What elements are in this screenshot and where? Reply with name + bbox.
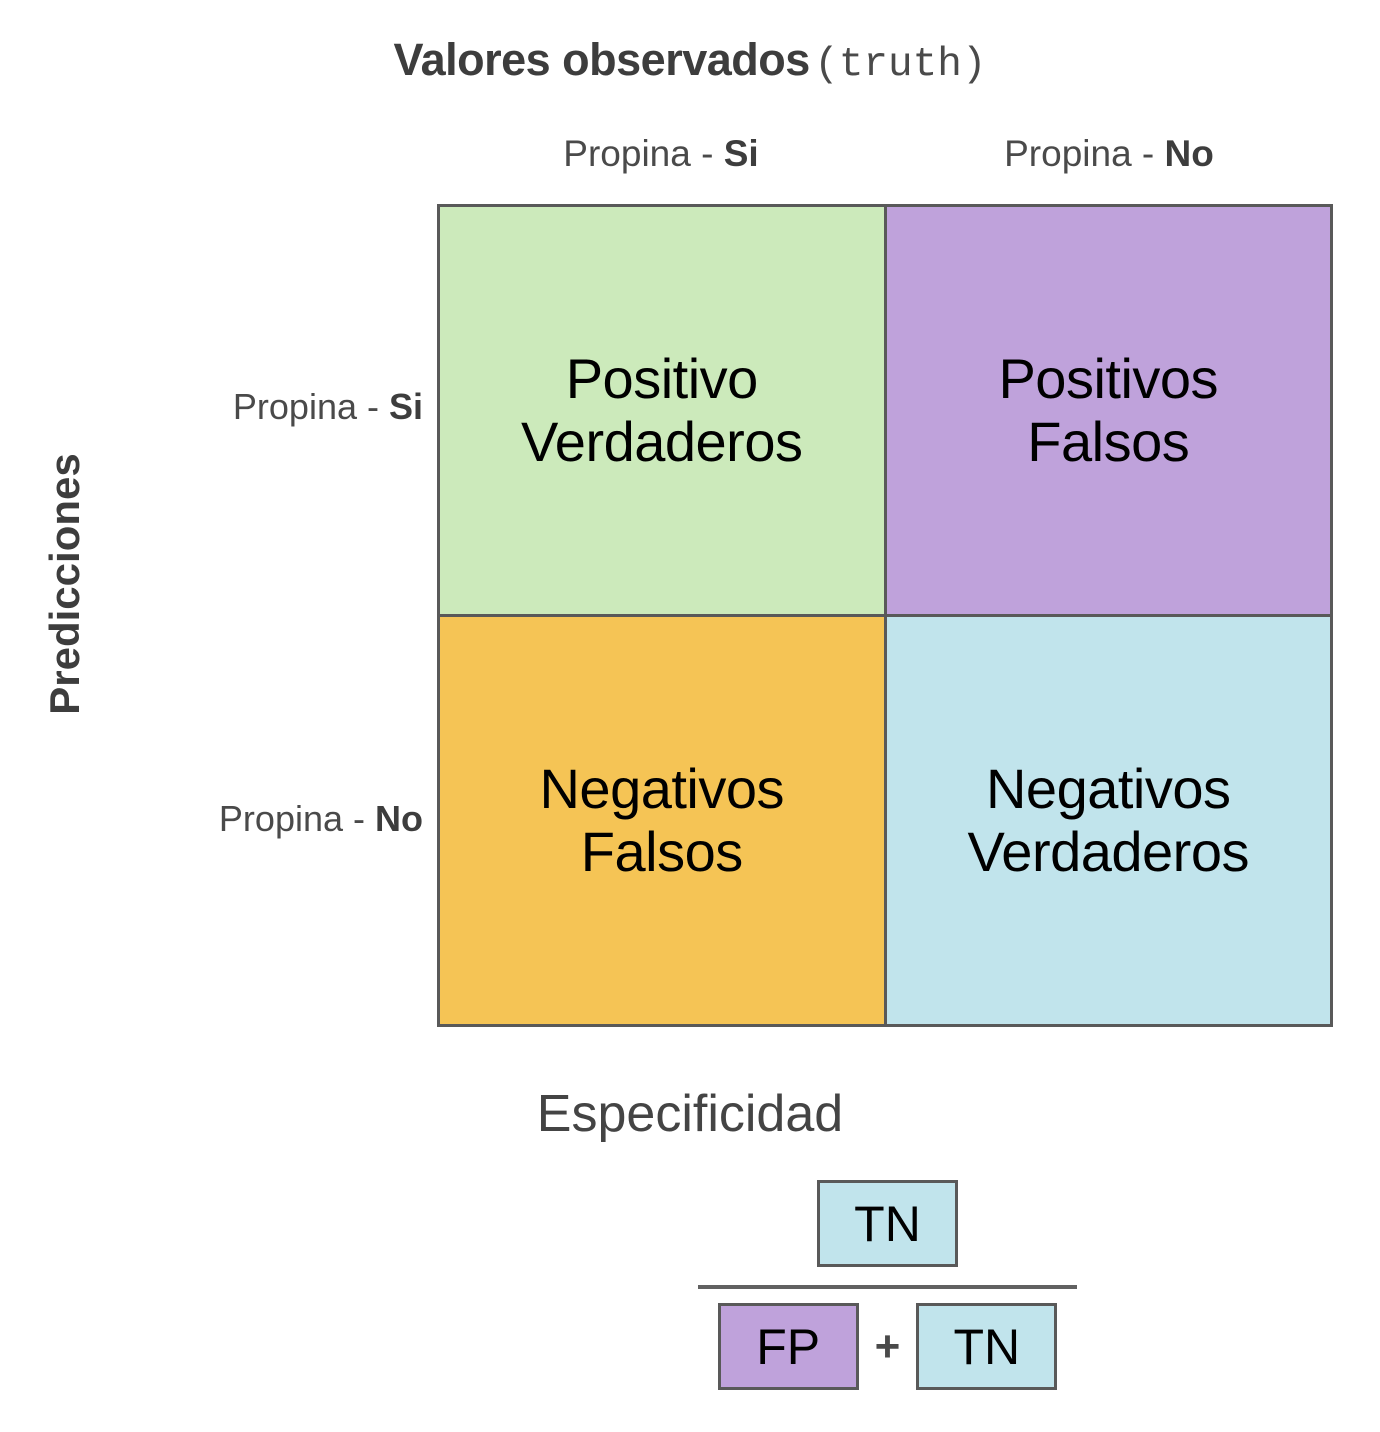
matrix-cell-true-positive-line2: Verdaderos [521, 409, 803, 473]
column-header-no: Propina - No [885, 133, 1333, 175]
matrix-cell-true-negative-line2: Verdaderos [967, 819, 1250, 883]
column-header-si-prefix: Propina - [563, 133, 724, 174]
column-header-si: Propina - Si [437, 133, 885, 175]
matrix-cell-true-negative: Negativos Verdaderos [886, 617, 1330, 1024]
metric-formula: TN FP + TN [690, 1180, 1085, 1390]
confusion-matrix: Positivo Verdaderos Positivos Falsos Neg… [437, 204, 1333, 1027]
matrix-cell-false-positive: Positivos Falsos [886, 207, 1330, 614]
row-header-si: Propina - Si [233, 386, 423, 428]
metric-name: Especificidad [536, 1085, 844, 1143]
matrix-cell-true-positive-line1: Positivo [565, 346, 759, 410]
matrix-cell-false-positive-line1: Positivos [998, 346, 1219, 410]
matrix-cell-false-positive-line2: Falsos [1027, 409, 1190, 473]
row-header-no: Propina - No [219, 798, 423, 840]
formula-numerator: TN [690, 1180, 1085, 1267]
formula-denominator: FP + TN [690, 1303, 1085, 1390]
page-title-main: Valores observados [393, 34, 811, 85]
matrix-cell-false-negative: Negativos Falsos [440, 617, 884, 1024]
formula-term-fp: FP [717, 1303, 859, 1390]
formula-term-tn-denominator: TN [916, 1303, 1058, 1390]
row-header-no-prefix: Propina - [218, 798, 375, 839]
matrix-cell-true-positive: Positivo Verdaderos [440, 207, 884, 614]
row-header-si-value: Si [388, 386, 423, 427]
matrix-cell-true-negative-line1: Negativos [985, 756, 1231, 820]
page-title-suffix: (truth) [814, 42, 987, 88]
row-header-si-prefix: Propina - [232, 386, 389, 427]
column-header-no-prefix: Propina - [1004, 133, 1165, 174]
fraction-bar [698, 1285, 1077, 1289]
page-title: Valores observados (truth) [0, 34, 1380, 88]
formula-term-tn-numerator: TN [817, 1180, 958, 1267]
column-header-no-value: No [1164, 133, 1214, 174]
y-axis-label: Predicciones [41, 453, 88, 715]
column-header-si-value: Si [723, 133, 759, 174]
matrix-cell-false-negative-line1: Negativos [539, 756, 785, 820]
matrix-cell-false-negative-line2: Falsos [580, 819, 743, 883]
row-header-no-value: No [375, 798, 423, 839]
plus-operator: + [874, 1321, 901, 1371]
